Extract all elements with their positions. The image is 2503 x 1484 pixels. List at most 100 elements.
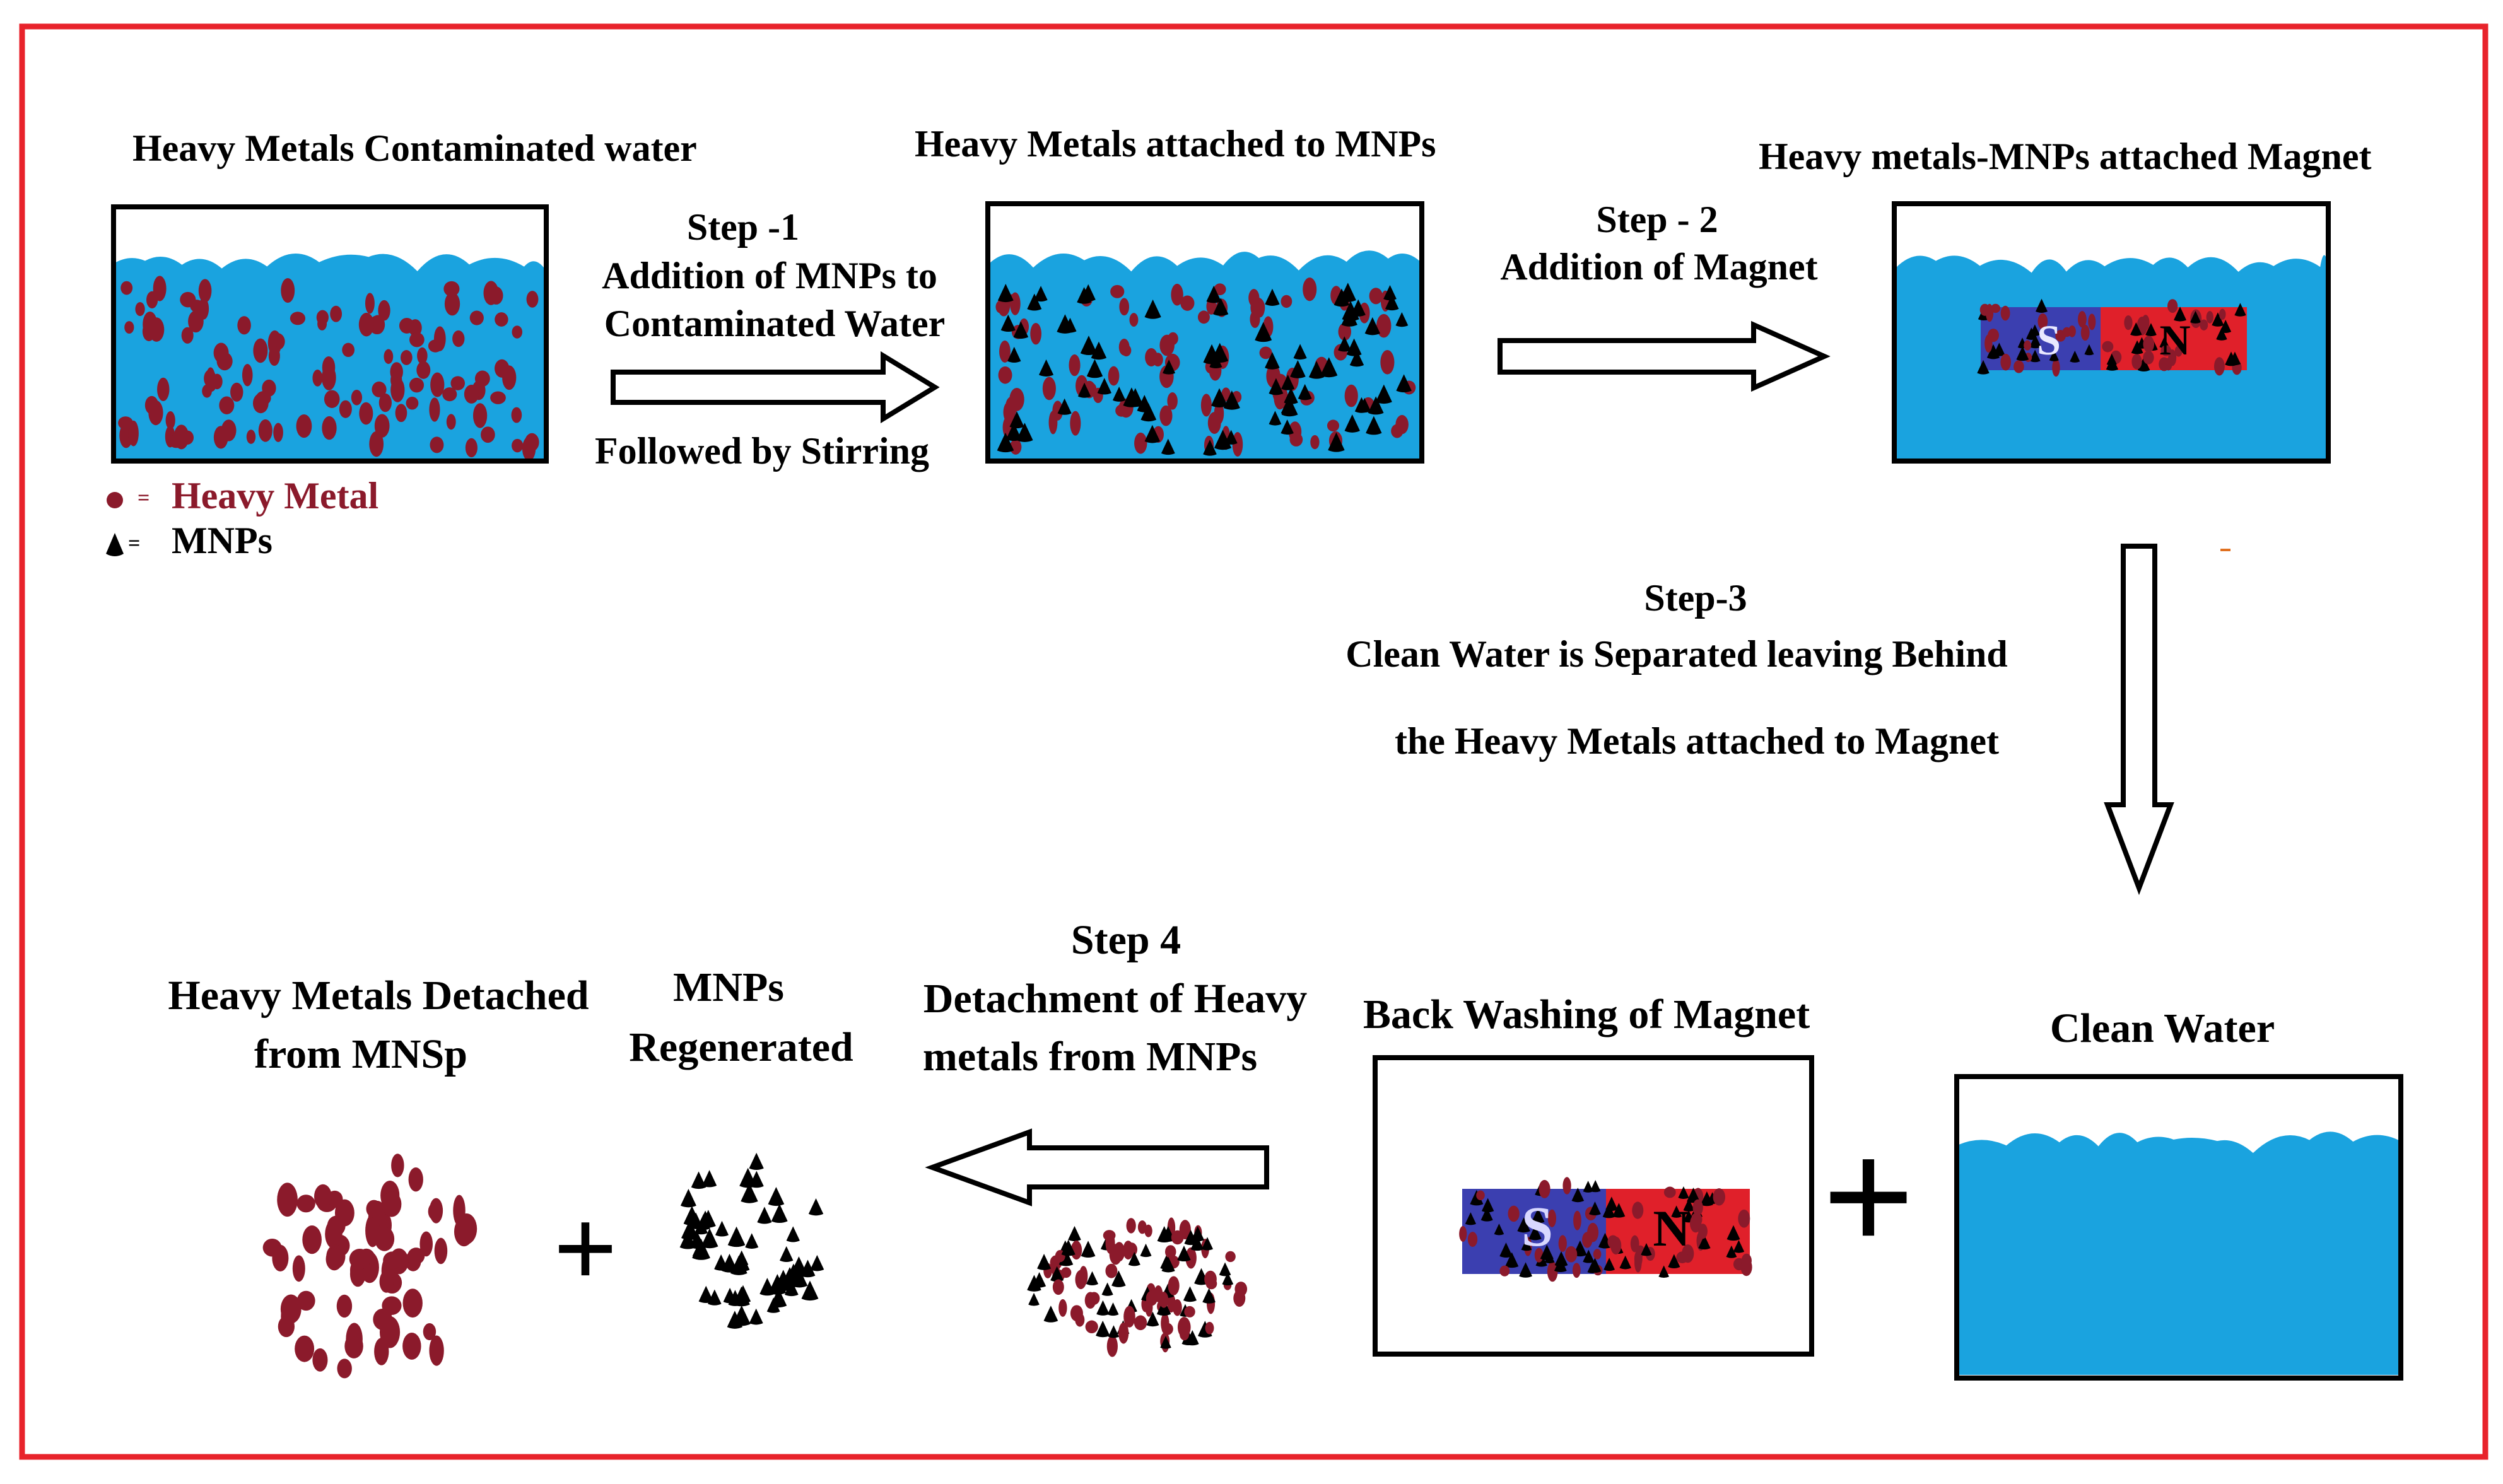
heavy-metal-particle <box>337 1358 352 1379</box>
heavy-metal-particle <box>1593 1249 1602 1259</box>
mnp-particle <box>759 1278 775 1296</box>
mnp-particle <box>1683 1198 1695 1212</box>
heavy-metal-particle <box>443 281 460 297</box>
heavy-metal-particle <box>2102 341 2114 353</box>
mnp-particle <box>1043 1306 1058 1323</box>
mnp-particle <box>1097 378 1111 395</box>
heavy-metal-particle <box>168 435 184 448</box>
heavy-metal-particle <box>230 382 243 402</box>
heavy-metal-particle <box>1303 278 1317 301</box>
magnet-2-n-label: N <box>1653 1200 1690 1257</box>
mnp-particle <box>1016 423 1033 442</box>
heavy-metal-particle <box>1207 412 1221 434</box>
heavy-metal-particle <box>1281 295 1293 308</box>
mnp-particle <box>1177 1245 1191 1262</box>
mnp-particle <box>1037 1254 1052 1270</box>
mnp-particle <box>1668 1254 1680 1268</box>
mnp-particle <box>2190 310 2201 324</box>
mnp-particle <box>1521 1238 1532 1251</box>
heavy-metal-particle <box>2200 319 2208 330</box>
mnp-particle <box>701 1170 717 1188</box>
heavy-metal-particle <box>472 403 488 428</box>
mnp-particle <box>1641 1243 1652 1256</box>
heavy-metal-particle <box>359 402 373 425</box>
mnp-particle <box>749 1152 764 1170</box>
heavy-metal-particles <box>118 276 539 460</box>
mnp-particle <box>1163 359 1176 375</box>
heavy-metal-particle <box>373 1308 392 1331</box>
heavy-metal-particle <box>2024 340 2032 351</box>
mnp-particle <box>2220 320 2232 333</box>
heavy-metal-particle <box>512 438 524 453</box>
mnp-particle <box>1206 286 1221 303</box>
heavy-metal-particle <box>372 381 387 397</box>
mnp-particle <box>768 1186 785 1206</box>
heavy-metal-particle <box>1380 349 1395 375</box>
step-3-line-3: the Heavy Metals attached to Magnet <box>1395 720 1999 762</box>
heavy-metal-particle <box>1115 404 1128 417</box>
heavy-metal-particle <box>1200 394 1212 417</box>
water-with-mnps <box>989 250 1421 460</box>
mnp-particle <box>1050 1266 1064 1282</box>
heavy-metal-particle <box>378 393 392 412</box>
heavy-metal-particle <box>325 1247 343 1271</box>
heavy-metal-particle <box>204 370 216 388</box>
mnp-particle <box>1028 1292 1040 1306</box>
mnp-particle <box>1366 416 1382 435</box>
heavy-metal-particle <box>1610 1236 1622 1255</box>
heavy-metal-particle <box>165 411 175 429</box>
heavy-metal-particle <box>1539 1179 1550 1198</box>
heavy-metal-particle <box>221 419 237 441</box>
heavy-metal-particle <box>181 327 194 344</box>
mnp-particle <box>1505 1252 1519 1268</box>
mnp-particle <box>774 1270 793 1292</box>
mnp-particle <box>1658 1265 1670 1278</box>
heavy-metal-particle <box>1232 432 1243 457</box>
mnp-particle <box>1107 1302 1119 1316</box>
heavy-metal-particle <box>2219 308 2226 320</box>
step-4-line-3: metals from MNPs <box>923 1034 1257 1080</box>
mnp-particle <box>739 1167 757 1188</box>
heavy-metal-particle <box>366 1200 382 1218</box>
mnp-particle <box>1096 1300 1110 1316</box>
mnp-particle <box>791 1268 808 1288</box>
heavy-metal-particle <box>1369 288 1383 305</box>
heavy-metal-particle <box>452 330 465 348</box>
panel-2-container <box>985 201 1424 464</box>
mnp-particle <box>1583 1181 1593 1193</box>
heavy-metal-particle <box>1070 411 1081 436</box>
heavy-metal-particle <box>1079 1266 1088 1287</box>
mnp-particle <box>2229 351 2241 366</box>
heavy-metal-particle <box>148 317 165 342</box>
mnp-particle <box>1137 395 1152 412</box>
heavy-metal-particle <box>1338 322 1351 341</box>
heavy-metal-particle <box>296 1290 315 1311</box>
step-4-arrow <box>925 1128 1269 1206</box>
mnp-particle <box>1160 1336 1171 1349</box>
heavy-metal-particle <box>406 396 419 410</box>
magnet-1: S N <box>1977 298 2247 377</box>
heavy-metal-particle <box>2213 357 2225 376</box>
heavy-metal-particle <box>312 1348 328 1372</box>
magnet-2: S N <box>1459 1177 1752 1282</box>
heavy-metal-particle <box>272 1244 289 1272</box>
heavy-metal-particle <box>1164 1245 1176 1259</box>
heavy-metal-particle <box>1698 1224 1708 1239</box>
heavy-metal-particle <box>1161 1323 1173 1335</box>
mnp-particle <box>1481 1198 1494 1213</box>
heavy-metal-particle <box>402 1288 423 1318</box>
particles-attached-to-magnet-1 <box>1977 298 2246 377</box>
mnp-particle <box>1222 1272 1234 1286</box>
heavy-metal-particle <box>312 369 323 387</box>
heavy-metal-particle <box>1740 1258 1752 1277</box>
magnet-1-n-label: N <box>2159 316 2190 364</box>
mnp-particle <box>698 1210 713 1229</box>
heavy-metal-particle <box>242 364 253 387</box>
heavy-metal-particle <box>400 350 413 365</box>
heavy-metal-particle <box>278 1316 295 1338</box>
heavy-metal-particle <box>995 300 1005 313</box>
heavy-metal-particle <box>336 1294 353 1318</box>
mnp-particle <box>1532 1208 1545 1224</box>
heavy-metal-particle <box>1060 1267 1072 1278</box>
